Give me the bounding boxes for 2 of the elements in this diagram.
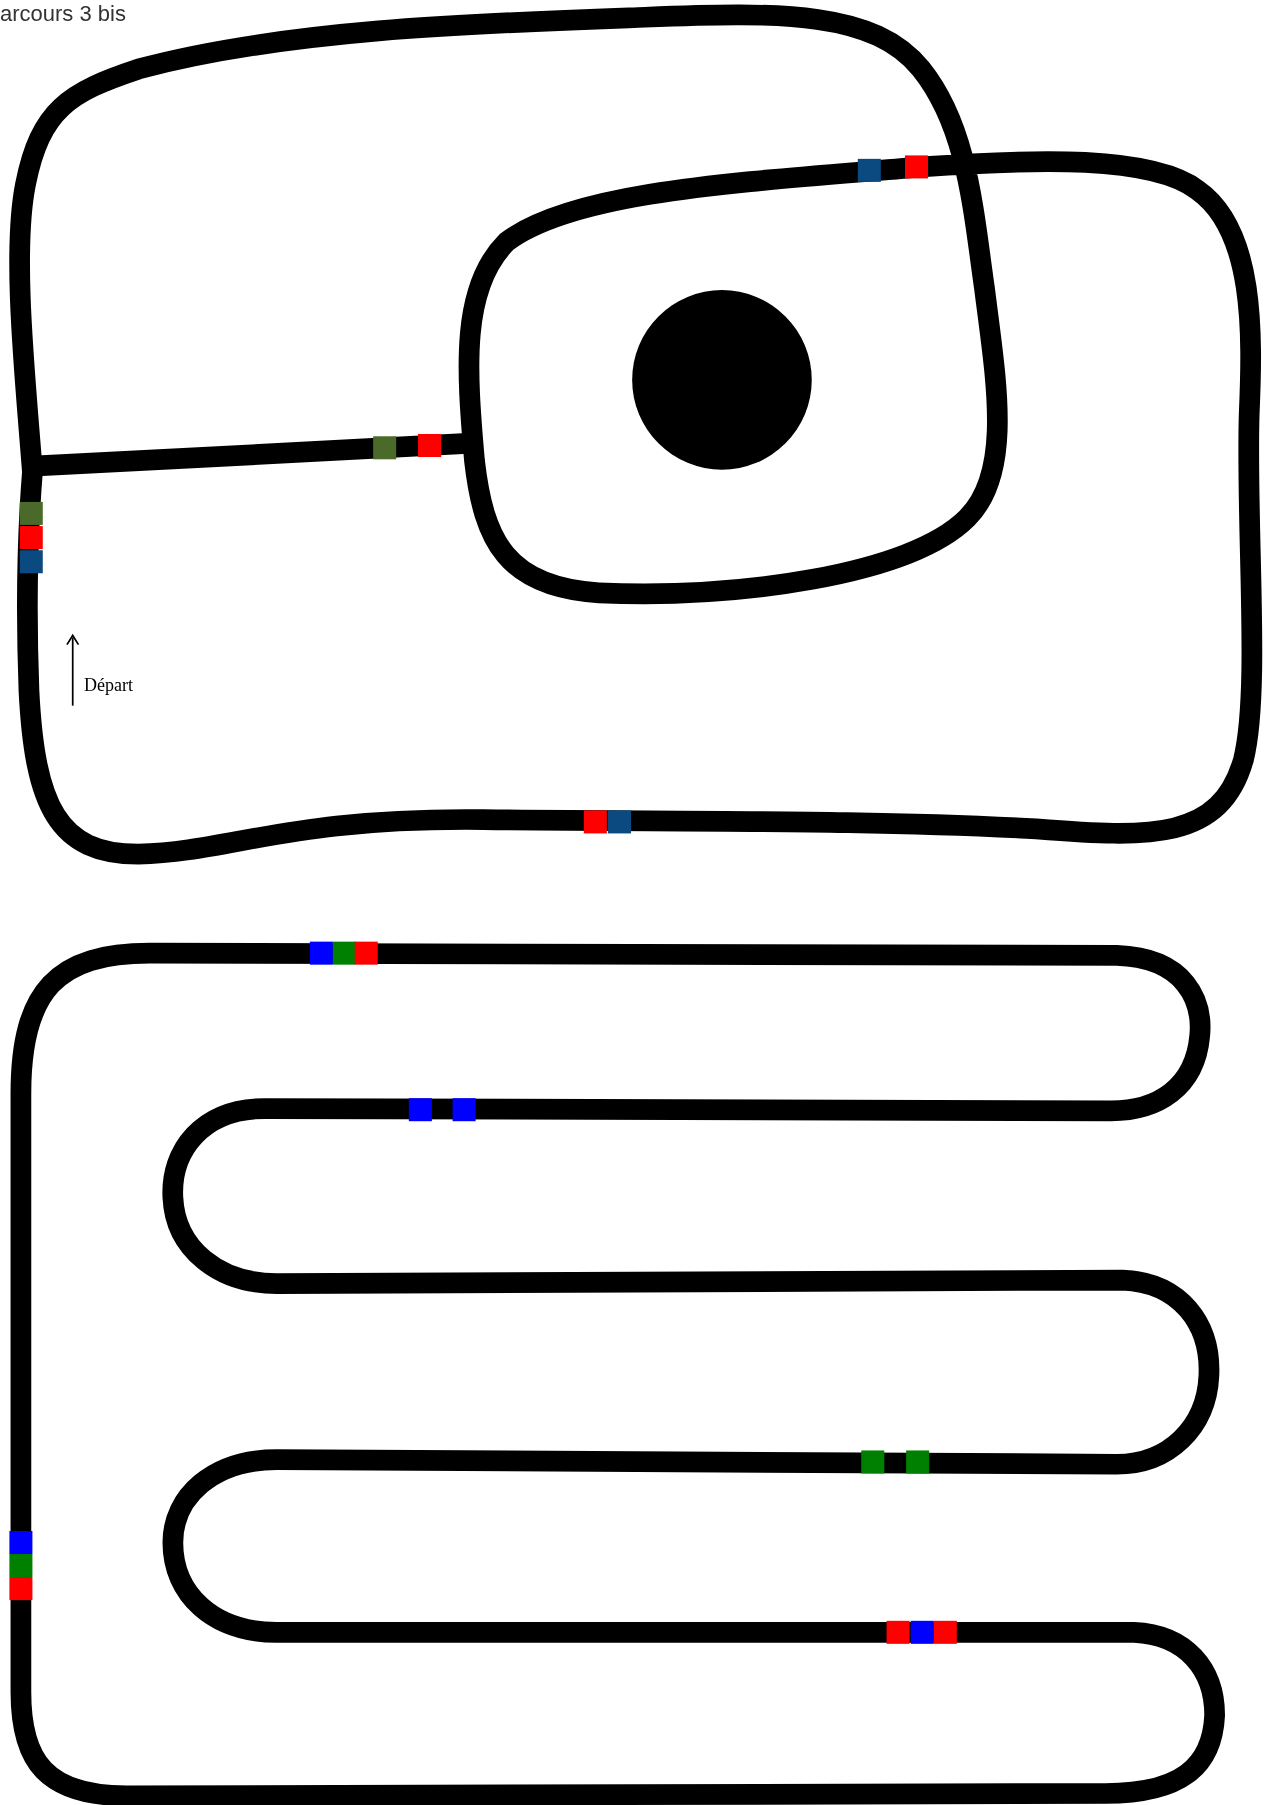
start-label: Départ	[84, 675, 134, 694]
title: arcours 3 bis	[0, 0, 126, 28]
